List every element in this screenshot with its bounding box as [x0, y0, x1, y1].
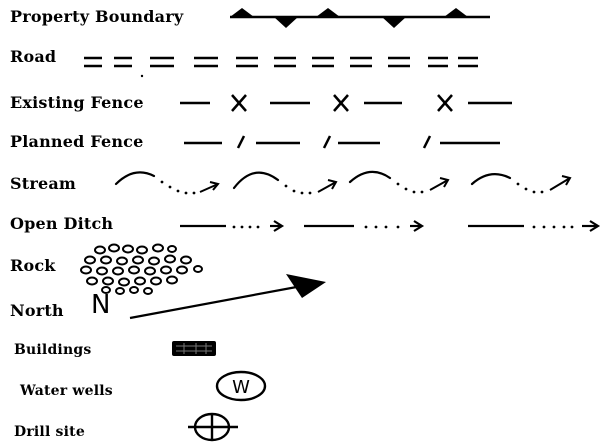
- water-well-letter: W: [232, 377, 250, 398]
- road-symbol: [84, 56, 478, 78]
- legend-label-drill-site: Drill site: [14, 424, 85, 440]
- legend-label-open-ditch: Open Ditch: [10, 214, 114, 233]
- legend-label-water-wells: Water wells: [20, 383, 113, 399]
- legend-label-north: North: [10, 301, 64, 320]
- planned-fence-symbol: [184, 135, 500, 149]
- existing-fence-symbol: [180, 94, 512, 112]
- legend-label-rock: Rock: [10, 256, 56, 275]
- legend-label-property-boundary: Property Boundary: [10, 7, 184, 26]
- legend-label-stream: Stream: [10, 174, 77, 193]
- legend-label-planned-fence: Planned Fence: [10, 132, 144, 151]
- rock-symbol: [80, 243, 203, 295]
- north-letter: N: [91, 290, 111, 320]
- open-ditch-symbol: [180, 220, 601, 232]
- stream-symbol: [114, 170, 572, 195]
- water-well-symbol: W: [215, 370, 267, 402]
- legend-label-buildings: Buildings: [14, 342, 92, 358]
- legend-label-road: Road: [10, 47, 57, 66]
- legend-label-existing-fence: Existing Fence: [10, 93, 144, 112]
- property-boundary-symbol: [230, 8, 490, 28]
- drill-site-symbol: [188, 412, 238, 442]
- building-symbol: [172, 341, 216, 356]
- north-arrow-symbol: [129, 274, 326, 320]
